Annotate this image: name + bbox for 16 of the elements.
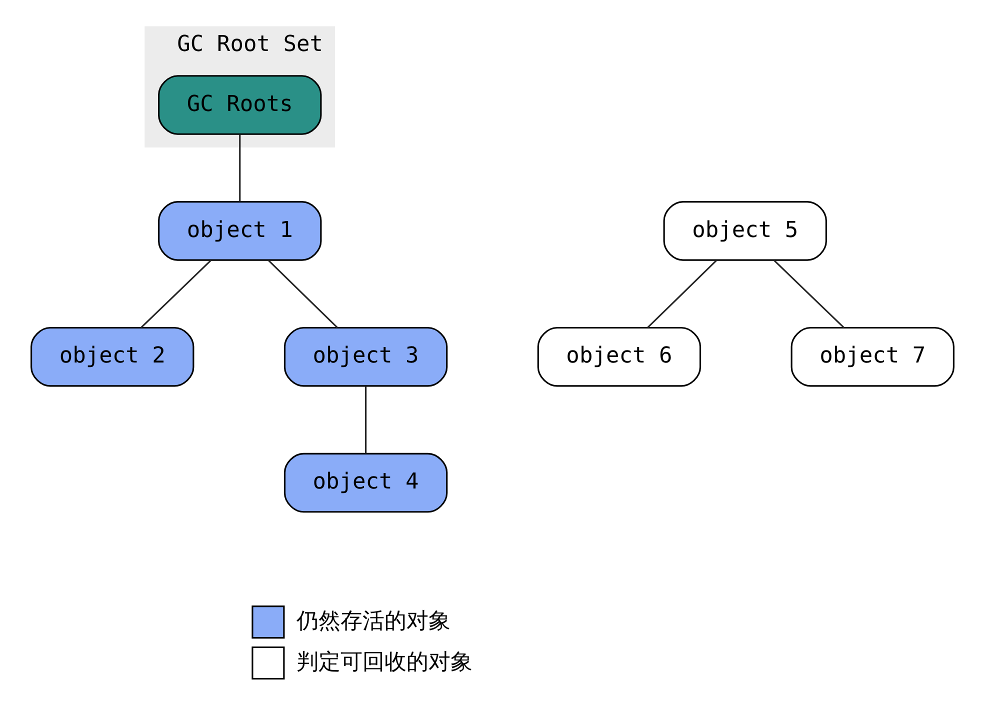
connector [140,260,211,328]
node-box: object 3 [283,326,448,387]
node-box: GC Roots [158,75,322,135]
node-box: object 6 [536,326,701,387]
legend-label: 仍然存活的对象 [296,608,450,634]
node-box: object 4 [283,452,448,513]
node-box: object 7 [790,326,954,387]
legend-label: 判定可回收的对象 [296,650,472,675]
node-box: object 2 [30,326,194,387]
connector [267,260,338,328]
connector [364,386,366,454]
connector [238,134,240,202]
node-box: object 1 [158,201,322,261]
connector [646,260,717,328]
node-box: object 5 [662,201,826,261]
connector [773,260,844,328]
